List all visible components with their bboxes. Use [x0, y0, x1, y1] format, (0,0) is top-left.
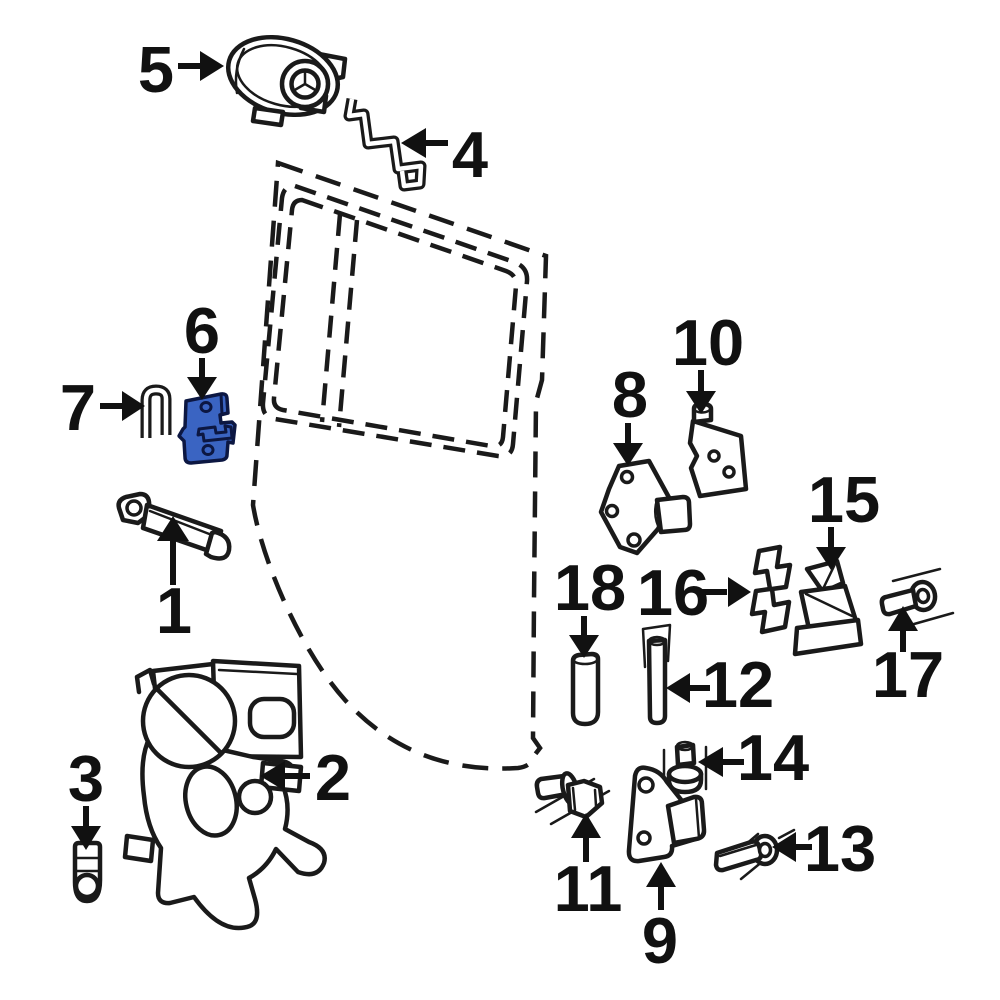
callout-4-number: 4: [452, 118, 488, 191]
part-7-rod-clip: [140, 384, 172, 438]
part-1-pull-handle: [116, 491, 232, 561]
part-18-dowel-pin: [570, 651, 601, 727]
part-11-hex-bolt: [534, 771, 611, 826]
callout-9-number: 9: [642, 904, 678, 977]
callout-7-number: 7: [60, 371, 96, 444]
callout-15-number: 15: [808, 463, 880, 536]
part-4-lock-rod: [343, 98, 427, 192]
callout-7: 7: [60, 371, 145, 444]
part-8-lower-hinge: [598, 458, 693, 556]
part-15-check-bracket: [792, 558, 864, 657]
callout-11: 11: [554, 813, 623, 925]
callout-3: 3: [68, 742, 104, 850]
callouts: 1 2 3 4 5 6 7: [60, 33, 944, 977]
callout-5: 5: [138, 33, 224, 106]
callout-14-number: 14: [737, 721, 809, 794]
callout-16: 16: [637, 556, 751, 629]
part-10-upper-hinge: [687, 401, 749, 499]
part-9-hinge-bracket: [626, 765, 707, 864]
window-frame-outer: [260, 183, 530, 459]
window-divider: [319, 213, 343, 423]
callout-10: 10: [672, 306, 744, 414]
part-14-grommet: [662, 740, 708, 795]
callout-14: 14: [698, 721, 809, 794]
callout-8-number: 8: [612, 358, 648, 431]
part-2-latch-assembly: [122, 658, 327, 931]
callout-15: 15: [808, 463, 880, 570]
callout-13: 13: [772, 812, 876, 885]
window-frame-inner: [271, 197, 519, 449]
part-5-inside-handle-bezel: [225, 34, 348, 128]
callout-8: 8: [612, 358, 648, 466]
callout-1-number: 1: [156, 574, 192, 647]
part-6-latch-bracket-highlighted: [177, 392, 237, 465]
callout-9: 9: [642, 862, 678, 977]
part-13-pivot-pin-bushing: [713, 828, 796, 881]
callout-12: 12: [666, 648, 774, 721]
callout-2: 2: [260, 741, 351, 814]
callout-16-number: 16: [637, 556, 709, 629]
part-3-striker-pin: [72, 840, 103, 904]
part-12-hinge-pin: [641, 623, 672, 726]
callout-2-number: 2: [315, 741, 351, 814]
door-panel-outline: [250, 159, 549, 771]
callout-11-number: 11: [554, 852, 623, 925]
callout-18-number: 18: [554, 551, 626, 624]
callout-17-number: 17: [872, 638, 944, 711]
callout-4: 4: [401, 118, 488, 191]
callout-18: 18: [554, 551, 626, 658]
callout-10-number: 10: [672, 306, 744, 379]
callout-17: 17: [872, 606, 944, 711]
part-17-pivot-pin: [879, 567, 955, 628]
callout-1: 1: [156, 516, 192, 647]
callout-6: 6: [184, 294, 220, 400]
callout-12-number: 12: [702, 648, 774, 721]
part-16-retainer-clip: [749, 544, 793, 635]
callout-3-number: 3: [68, 742, 104, 815]
callout-6-number: 6: [184, 294, 220, 367]
callout-5-number: 5: [138, 33, 174, 106]
callout-13-number: 13: [804, 812, 876, 885]
